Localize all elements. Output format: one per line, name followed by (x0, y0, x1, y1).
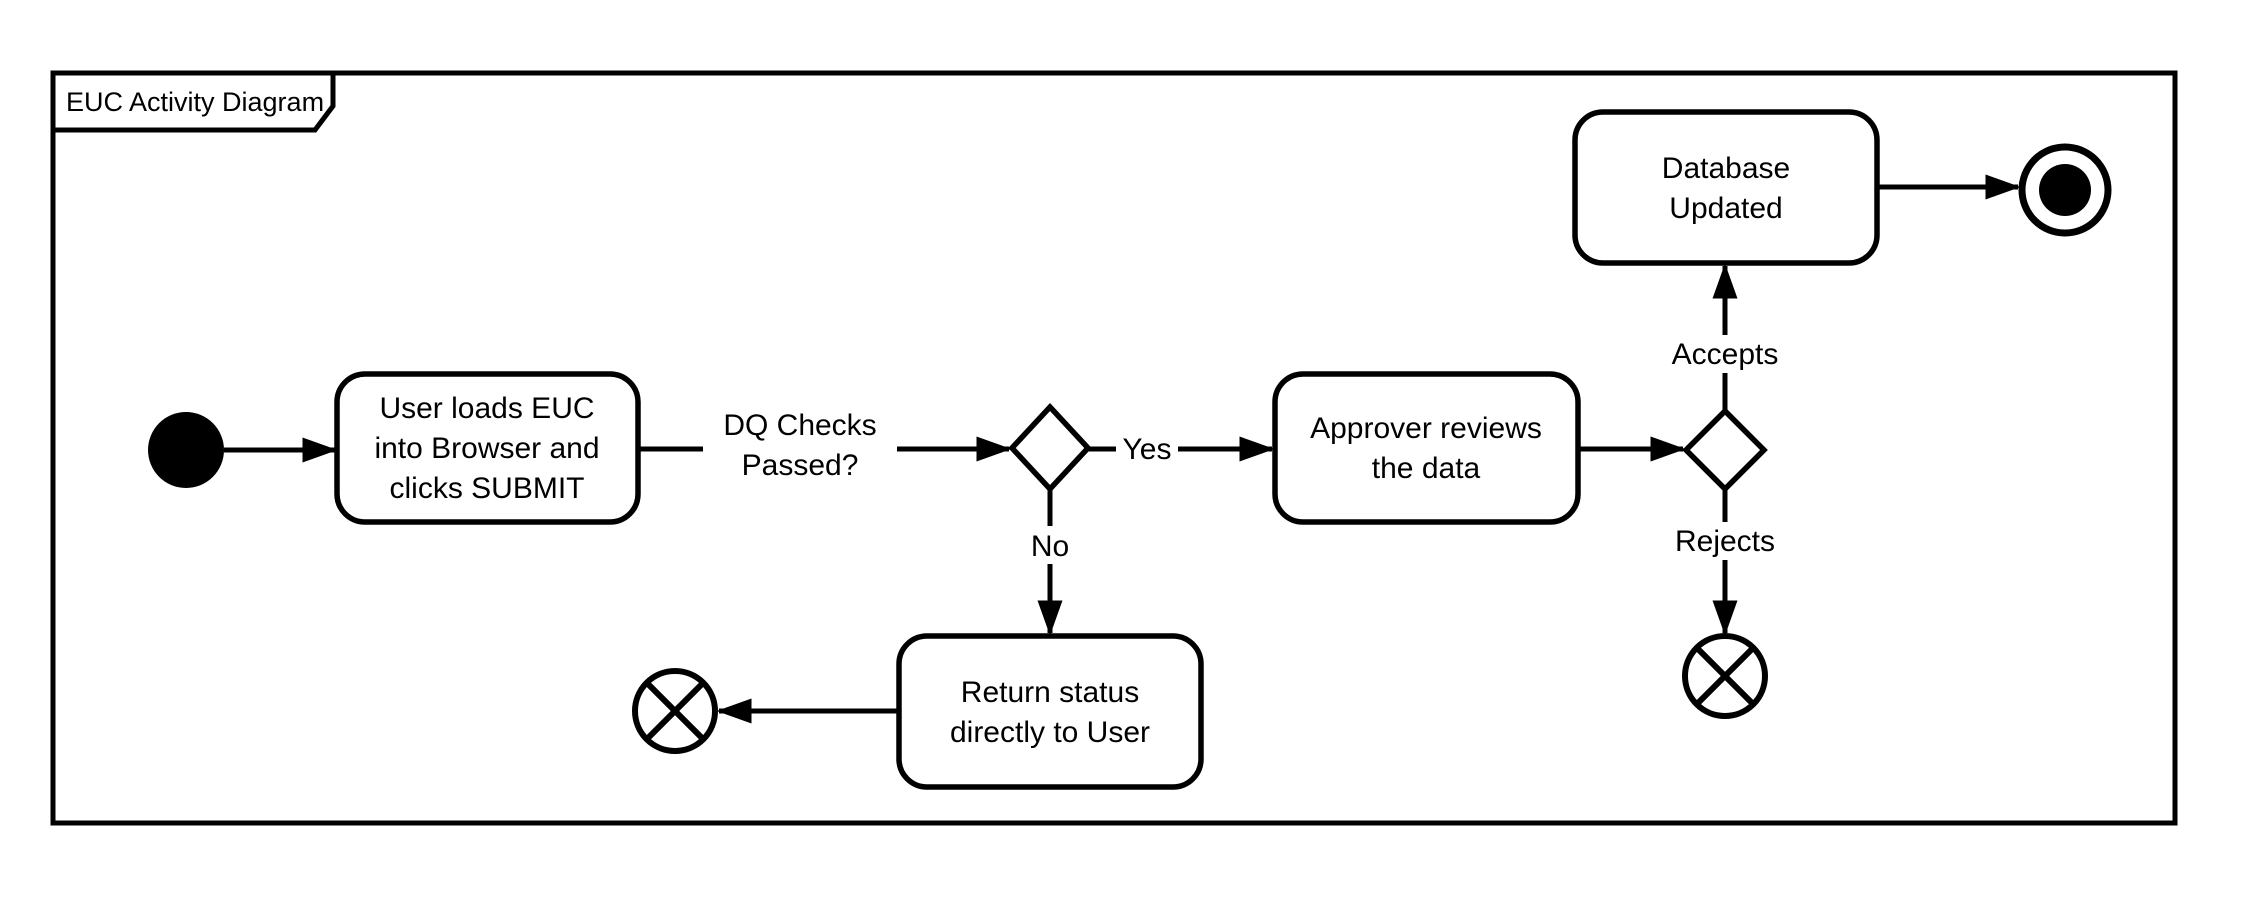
action-user-loads-euc-box (334, 371, 641, 525)
action-user-loads-euc-line3: clicks SUBMIT (390, 472, 585, 505)
flow-final-left-x-stroke2 (644, 680, 706, 742)
label-bg-dq (703, 403, 897, 487)
edge-label-rejects: Rejects (1675, 525, 1775, 558)
action-approver-reviews-box (1272, 371, 1581, 525)
edge-label-no: No (1031, 530, 1069, 563)
frame-title-tab (50, 70, 336, 133)
action-database-updated-line1: Database (1662, 152, 1790, 185)
diagram-frame (50, 70, 2178, 826)
decision-approver-outcome (1682, 407, 1768, 493)
action-return-status: Return status directly to User (896, 633, 1204, 790)
action-database-updated-line2: Updated (1669, 192, 1782, 225)
action-return-status-line1: Return status (961, 676, 1139, 709)
action-database-updated-box (1572, 109, 1880, 266)
edge-label-yes: Yes (1123, 433, 1172, 466)
action-approver-reviews-label: Approver reviews the data (1310, 412, 1542, 485)
action-return-status-line2: directly to User (950, 716, 1150, 749)
action-user-loads-euc-line2: into Browser and (374, 432, 599, 465)
activity-final-inner-dot (2039, 164, 2091, 216)
flow-final-node-left (632, 668, 718, 754)
edge-label-dq-line2: Passed? (742, 449, 859, 482)
action-approver-reviews-line1: Approver reviews (1310, 412, 1542, 445)
action-approver-reviews-line2: the data (1372, 452, 1481, 485)
flow-final-node-right (1682, 633, 1768, 719)
action-approver-reviews: Approver reviews the data (1272, 371, 1581, 525)
action-user-loads-euc-line1: User loads EUC (379, 392, 594, 425)
edge-label-dq-line1: DQ Checks (723, 409, 876, 442)
label-bg-accepts (1662, 335, 1788, 373)
initial-node (148, 412, 224, 488)
edge-label-accepts: Accepts (1672, 338, 1779, 371)
label-bg-yes (1116, 430, 1178, 468)
diagram-title: EUC Activity Diagram (66, 87, 324, 117)
action-user-loads-euc: User loads EUC into Browser and clicks SUB… (334, 371, 641, 525)
label-bg-rejects (1660, 522, 1790, 560)
action-return-status-box (896, 633, 1204, 790)
flow-final-right-x-stroke2 (1694, 645, 1756, 707)
label-bg-no (1024, 526, 1076, 564)
action-user-loads-euc-label: User loads EUC into Browser and clicks SUB… (374, 392, 599, 505)
activity-final-node (2018, 143, 2112, 237)
action-return-status-label: Return status directly to User (950, 676, 1150, 749)
decision-dq-checks (1008, 402, 1092, 494)
